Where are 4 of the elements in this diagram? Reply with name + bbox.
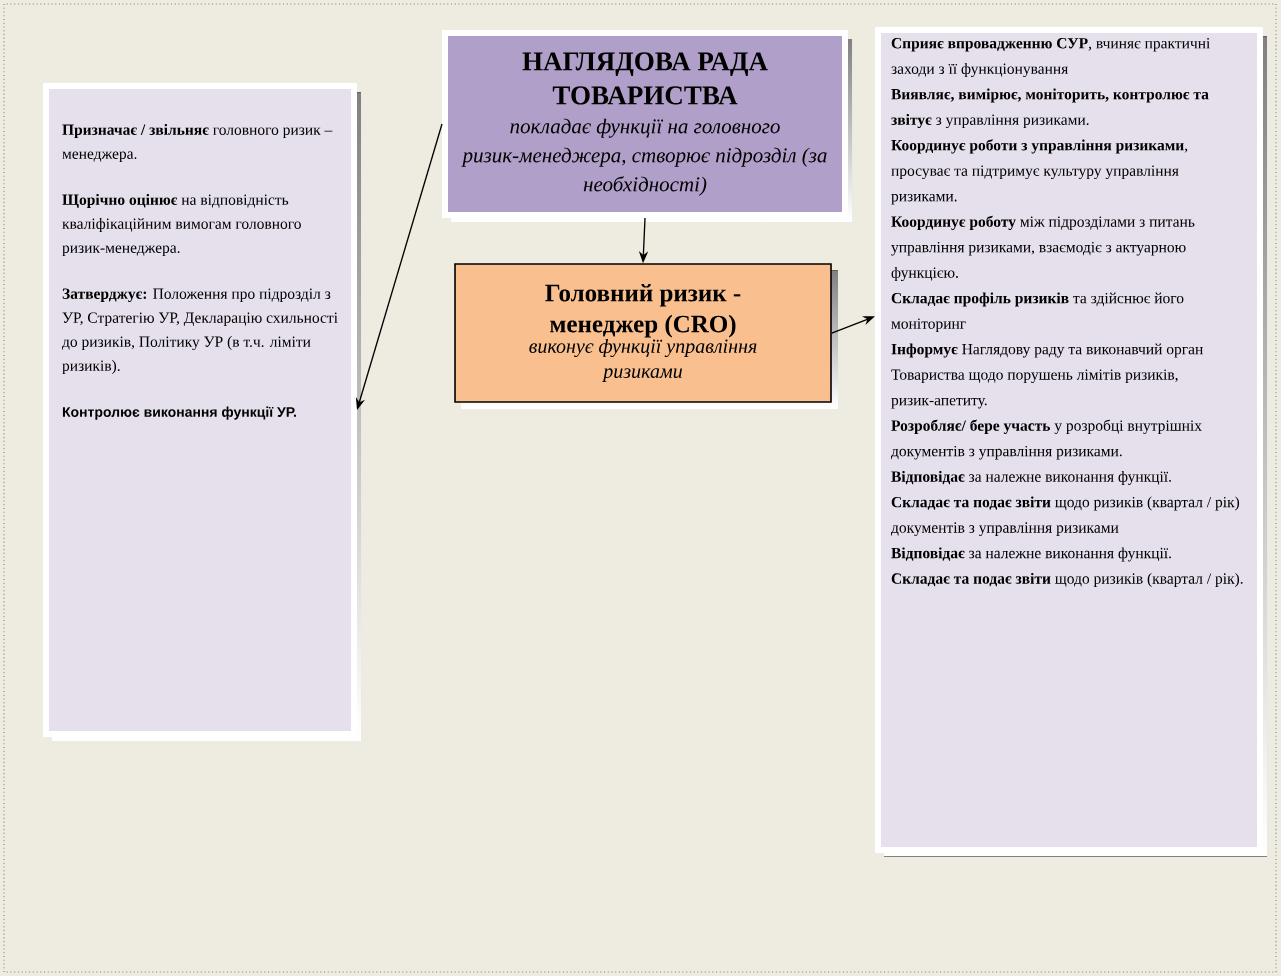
board-box: НАГЛЯДОВА РАДА ТОВАРИСТВА покладає функції на головного ризик-менеджера, створює підрозділ (за необхідності) (442, 30, 852, 222)
text-panel: Сприяє впровадженню СУР, вчиняє практичні заходи з її функціонування Виявляє, вимірює, моніторить, контролює та звітує з управління ризиками. Координує роботи з управління ризиками, просуває та підтримує культуру управління ризиками. Координує роботу між підрозділами з питань управління ризиками, взаємодіє з актуарною функцією. Складає профіль ризиків та здійснює його моніторинг Інформує Наглядову раду та виконавчий орган Товариства щодо порушень лімітів ризиків, ризик-апетиту. Розробляє/ бере участь у розробці внутрішніх документів з управління ризиками. Відповідає за належне виконання функції. Складає та подає звіти щодо ризиків (квартал / рік) документів з управління ризиками Відповідає за належне виконання функції. Складає та подає звіти щодо ризиків (квартал / рік). (875, 27, 1267, 857)
text-panel: Призначає / звільняє головного ризик – менеджера. Щорічно оцінює на відповідність кваліфікаційним вимогам головного ризик-менеджера. Затверджує: Положення про підрозділ з УР, Стратегію УР, Декларацію схильності до ризиків, Політику УР (в т.ч. ліміти ризиків). Контролює виконання функції УР. (43, 83, 361, 741)
role-box: Головний ризик - менеджер (CRO) виконує функції управління ризиками (454, 263, 838, 409)
